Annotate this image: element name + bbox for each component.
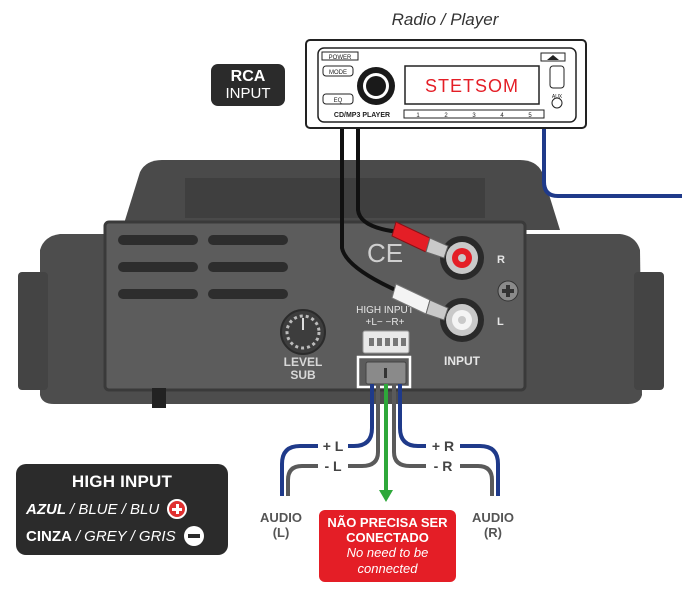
power-button[interactable]: POWER — [329, 55, 352, 61]
callout-line2: CONECTADO — [346, 530, 429, 545]
amplifier: CE LEVEL SUB HIGH INPUT +L− −R+ — [18, 160, 664, 408]
audio-right-line2: (R) — [483, 525, 503, 540]
high-input-pins-label: +L− −R+ — [366, 317, 405, 328]
label-plus-r: + R — [432, 438, 454, 454]
display-text: STETSOM — [425, 76, 519, 96]
aux-label: AUX — [552, 94, 563, 100]
callout-line4: connected — [357, 561, 418, 576]
rca-box-line2: INPUT — [225, 85, 271, 102]
sub-label: SUB — [290, 368, 316, 382]
level-sub-knob[interactable] — [280, 309, 326, 355]
model-label: CD/MP3 PLAYER — [334, 112, 390, 119]
minus-icon — [183, 526, 204, 546]
amp-foot — [152, 388, 166, 408]
label-minus-r: - R — [434, 458, 453, 474]
audio-left-label: AUDIO (L) — [252, 510, 310, 540]
rca-jack-right[interactable] — [440, 236, 484, 280]
aux-port[interactable] — [551, 97, 563, 109]
usb-port[interactable] — [549, 65, 565, 89]
audio-left-line1: AUDIO — [260, 510, 302, 525]
input-label: INPUT — [444, 354, 481, 368]
high-input-legend: HIGH INPUT AZUL / BLUE / BLU CINZA / GRE… — [16, 464, 228, 555]
preset-button-2[interactable]: 2 — [444, 113, 448, 119]
high-input-pins — [369, 338, 406, 346]
legend-row-grey: CINZA / GREY / GRIS — [26, 526, 218, 546]
legend-azul: AZUL — [26, 500, 66, 518]
callout-line1: NÃO PRECISA SER — [327, 515, 448, 530]
label-minus-l: - L — [324, 458, 342, 474]
green-arrow-icon — [379, 490, 393, 502]
legend-cinza: CINZA — [26, 527, 72, 545]
eq-button[interactable]: EQ — [334, 98, 343, 104]
rca-plug-red — [391, 221, 449, 259]
mode-button[interactable]: MODE — [329, 70, 347, 76]
not-needed-callout: NÃO PRECISA SER CONECTADO No need to be … — [319, 510, 456, 582]
callout-line3: No need to be — [346, 545, 429, 560]
preset-button-1[interactable]: 1 — [416, 113, 420, 119]
radio-title: Radio / Player — [391, 10, 499, 29]
audio-left-line2: (L) — [272, 525, 290, 540]
audio-right-line1: AUDIO — [472, 510, 514, 525]
screw-icon — [497, 280, 519, 302]
high-input-label: HIGH INPUT — [356, 305, 414, 316]
right-fin — [634, 272, 664, 390]
left-fin — [18, 272, 48, 390]
high-input-harness: + L - L + R - R — [280, 355, 500, 502]
rca-input-box: RCA INPUT — [211, 64, 285, 106]
radio-blue-wire — [542, 128, 682, 198]
label-plus-l: + L — [323, 438, 344, 454]
rca-cables — [340, 128, 449, 321]
legend-grey-rest: / GREY / GRIS — [75, 527, 176, 545]
legend-blue-rest: / BLUE / BLU — [70, 500, 160, 518]
vent-slots — [118, 235, 288, 299]
audio-right-label: AUDIO (R) — [464, 510, 522, 540]
legend-title: HIGH INPUT — [71, 472, 173, 491]
rca-plug-white — [391, 283, 449, 321]
rca-l-label: L — [497, 316, 504, 328]
preset-button-5[interactable]: 5 — [528, 113, 532, 119]
preset-buttons: 1 2 3 4 5 — [416, 113, 532, 119]
preset-button-4[interactable]: 4 — [500, 113, 504, 119]
rca-box-line1: RCA — [230, 68, 266, 85]
preset-button-3[interactable]: 3 — [472, 113, 476, 119]
rca-r-label: R — [497, 254, 505, 266]
ce-mark: CE — [367, 238, 403, 268]
legend-row-blue: AZUL / BLUE / BLU — [26, 499, 218, 519]
level-label: LEVEL — [284, 355, 323, 369]
plus-icon — [167, 499, 188, 519]
radio-unit: POWER MODE EQ STETSOM AUX CD/MP3 PLAYER … — [305, 39, 587, 129]
top-panel-lid — [185, 178, 485, 218]
radio-display — [404, 65, 540, 105]
rca-jack-left[interactable] — [440, 298, 484, 342]
